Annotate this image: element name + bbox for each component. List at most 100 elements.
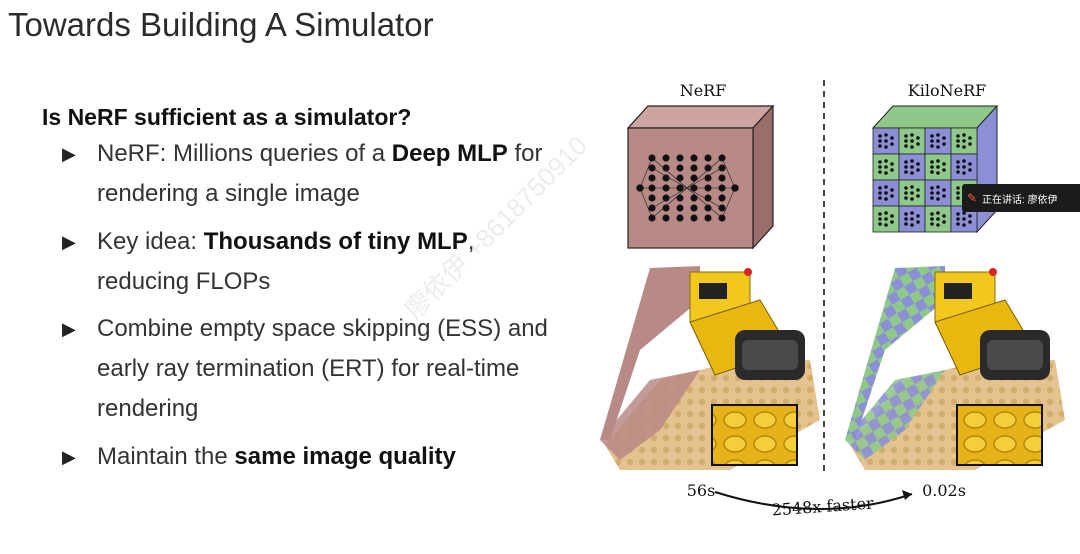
- mlp-node-dot: [942, 162, 946, 166]
- mlp-node-dot: [956, 191, 960, 195]
- mlp-node-dot: [936, 191, 940, 195]
- mlp-node-dot: [878, 212, 882, 216]
- mlp-node-dot: [956, 144, 960, 148]
- mlp-node-dot: [930, 160, 934, 164]
- mlp-node-dot: [878, 222, 882, 226]
- mlp-node-dot: [904, 139, 908, 143]
- kilonerf-cube: [871, 104, 999, 234]
- mlp-node-dot: [878, 170, 882, 174]
- kilonerf-time: 0.02s: [922, 481, 966, 500]
- mlp-node-dot: [884, 159, 888, 163]
- mlp-node-dot: [936, 197, 940, 201]
- mlp-node-dot: [878, 160, 882, 164]
- mlp-node-dot: [916, 168, 920, 172]
- mlp-node-dot: [962, 139, 966, 143]
- nerf-label: NeRF: [680, 81, 727, 100]
- mlp-node-dot: [890, 162, 894, 166]
- mlp-node-dot: [878, 191, 882, 195]
- mlp-node-dot: [884, 165, 888, 169]
- slide-title: Towards Building A Simulator: [8, 6, 434, 43]
- mlp-node-dot: [962, 159, 966, 163]
- bullet-arrow-icon: ▶: [62, 447, 76, 467]
- mlp-node-dot: [968, 220, 972, 224]
- bullet-text: NeRF: Millions queries of a Deep MLP for…: [97, 140, 543, 207]
- mlp-node-dot: [910, 185, 914, 189]
- mlp-node-dot: [930, 186, 934, 190]
- bullet-arrow-icon: ▶: [62, 232, 76, 252]
- mlp-node-dot: [942, 214, 946, 218]
- mlp-node-dot: [910, 223, 914, 227]
- mlp-node-dot: [936, 159, 940, 163]
- mlp-node-dot: [930, 134, 934, 138]
- mlp-node-dot: [956, 170, 960, 174]
- mlp-node-dot: [884, 197, 888, 201]
- mic-muted-icon: ✎: [966, 191, 978, 205]
- bullet-text: Key idea: Thousands of tiny MLP, reducin…: [97, 228, 475, 295]
- tiny-mlp-cell: [898, 127, 926, 155]
- nerf-time: 56s: [687, 481, 716, 500]
- slide-question: Is NeRF sufficient as a simulator?: [42, 104, 412, 130]
- mlp-node-dot: [884, 217, 888, 221]
- mlp-node-dot: [904, 165, 908, 169]
- mlp-node-dot: [936, 211, 940, 215]
- mlp-node-dot: [962, 223, 966, 227]
- mlp-node-dot: [942, 142, 946, 146]
- mlp-node-dot: [942, 194, 946, 198]
- arrow-head-icon: [902, 490, 912, 500]
- mlp-node-dot: [904, 186, 908, 190]
- mlp-node-dot: [904, 191, 908, 195]
- mlp-node-dot: [878, 165, 882, 169]
- speedup-arrow-icon: [714, 491, 913, 510]
- mlp-node-dot: [890, 136, 894, 140]
- bullet-arrow-icon: ▶: [62, 319, 76, 339]
- mlp-node-dot: [916, 136, 920, 140]
- cube-top-face: [871, 105, 999, 129]
- speedup-label: 2548x faster: [771, 493, 874, 519]
- mlp-node-dot: [910, 159, 914, 163]
- mlp-node-dot: [962, 171, 966, 175]
- mlp-node-dot: [878, 186, 882, 190]
- mlp-node-dot: [904, 217, 908, 221]
- mlp-node-dot: [962, 165, 966, 169]
- mlp-node-dot: [884, 191, 888, 195]
- bullet-text: Maintain the same image quality: [97, 443, 456, 470]
- mlp-node-dot: [910, 133, 914, 137]
- mlp-node-dot: [968, 136, 972, 140]
- mlp-node-dot: [942, 168, 946, 172]
- mlp-node-dot: [956, 160, 960, 164]
- mlp-node-dot: [916, 188, 920, 192]
- mlp-node-dot: [942, 136, 946, 140]
- mlp-node-dot: [936, 165, 940, 169]
- mlp-node-dot: [884, 211, 888, 215]
- mlp-node-dot: [916, 142, 920, 146]
- mlp-node-dot: [930, 212, 934, 216]
- mlp-node-dot: [936, 145, 940, 149]
- mlp-node-dot: [890, 188, 894, 192]
- mlp-node-dot: [910, 191, 914, 195]
- mlp-node-dot: [962, 145, 966, 149]
- mlp-node-dot: [890, 194, 894, 198]
- speaking-notification: ✎ 正在讲话: 廖依伊: [962, 184, 1080, 212]
- mlp-node-dot: [968, 162, 972, 166]
- mlp-node-dot: [956, 165, 960, 169]
- mlp-node-dot: [956, 212, 960, 216]
- mlp-node-dot: [904, 134, 908, 138]
- mlp-node-dot: [910, 217, 914, 221]
- mlp-node-dot: [936, 133, 940, 137]
- mlp-node-dot: [884, 133, 888, 137]
- mlp-node-dot: [962, 133, 966, 137]
- mlp-node-dot: [890, 220, 894, 224]
- mlp-network-icon: [636, 154, 739, 222]
- mlp-node-dot: [956, 222, 960, 226]
- mlp-node-dot: [930, 139, 934, 143]
- mlp-node-dot: [936, 223, 940, 227]
- mlp-node-dot: [890, 214, 894, 218]
- mlp-node-dot: [910, 139, 914, 143]
- mlp-node-dot: [936, 171, 940, 175]
- mlp-node-dot: [956, 196, 960, 200]
- mlp-node-dot: [910, 145, 914, 149]
- mlp-node-dot: [910, 165, 914, 169]
- mlp-node-dot: [930, 196, 934, 200]
- mlp-node-dot: [936, 217, 940, 221]
- mlp-node-dot: [956, 139, 960, 143]
